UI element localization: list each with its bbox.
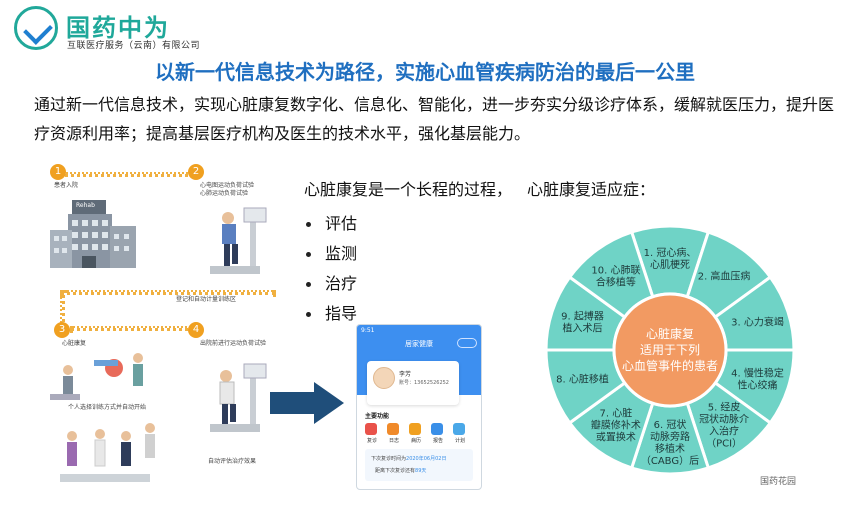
building-sign: Rehab bbox=[76, 202, 95, 209]
countdown-text: 距离下次复诊还有89天 bbox=[375, 468, 427, 474]
indication-label: 5. 经皮冠状动脉介入治疗（PCI） bbox=[699, 400, 749, 449]
indication-label: 10. 心肺联合移植等 bbox=[591, 265, 640, 289]
step-label: 出院前进行运动负荷试验 bbox=[200, 340, 267, 347]
group-exercise-illustration bbox=[50, 353, 155, 482]
step-number: 4 bbox=[188, 322, 204, 338]
intro-paragraph: 通过新一代信息技术，实现心脏康复数字化、信息化、智能化，进一步夯实分级诊疗体系，… bbox=[34, 95, 835, 143]
indication-label: 9. 起搏器植入术后 bbox=[561, 310, 604, 335]
medical-record-icon[interactable] bbox=[409, 423, 421, 435]
bullet-item: 指导 bbox=[306, 300, 357, 324]
exercise-bike-test-illustration bbox=[210, 207, 267, 274]
exercise-bike-retest-illustration bbox=[210, 363, 267, 432]
step-number: 2 bbox=[188, 164, 204, 180]
middle-label: 登记和自动计量训练区 bbox=[176, 296, 237, 303]
indication-label: 8. 心脏移植 bbox=[556, 372, 609, 385]
followup-text: 下次复诊时间为2020年06月02日 bbox=[371, 456, 447, 462]
rehab-process-figure: 1 患者入院 Rehab 2 心电图运动负荷试验 心肺运动负荷试验 登记和自动计… bbox=[50, 158, 290, 496]
user-account: 账号：13652526252 bbox=[399, 380, 449, 386]
indication-label: 1. 冠心病、心肌梗死 bbox=[644, 246, 697, 271]
followup-card bbox=[365, 449, 473, 481]
logo-name: 国药中为 bbox=[66, 14, 170, 42]
followup-icon[interactable] bbox=[365, 423, 377, 435]
bullet-item: 监测 bbox=[306, 240, 357, 264]
report-icon[interactable] bbox=[431, 423, 443, 435]
logo-subtitle: 互联医疗服务（云南）有限公司 bbox=[67, 41, 201, 51]
step-label: 心脏康复 bbox=[62, 340, 87, 347]
phone-app-screenshot: 9:51 居家健康 李芳 账号：13652526252 主要功能 复诊 日志 病… bbox=[356, 324, 482, 490]
logo-heart-icon bbox=[14, 6, 58, 50]
indication-label: 6. 冠状动脉旁路移植术（CABG）后 bbox=[641, 418, 699, 467]
bottom-left-label: 个人选择训练方式并自动开始 bbox=[68, 404, 147, 411]
function-label: 复诊 bbox=[366, 438, 377, 444]
function-label: 计划 bbox=[454, 438, 465, 444]
flow-arrow bbox=[270, 392, 314, 414]
step-number: 1 bbox=[50, 164, 66, 180]
page-title: 以新一代信息技术为路径，实施心血管疾病防治的最后一公里 bbox=[155, 60, 695, 84]
avatar bbox=[373, 367, 395, 389]
watermark: 国药花园 bbox=[760, 477, 797, 487]
app-header-title: 居家健康 bbox=[405, 340, 433, 348]
bullet-item: 治疗 bbox=[306, 270, 357, 294]
step-label: 心电图运动负荷试验 心肺运动负荷试验 bbox=[200, 182, 255, 197]
bullet-item: 评估 bbox=[306, 210, 357, 234]
indication-label: 7. 心脏瓣膜修补术或置换术 bbox=[591, 406, 641, 443]
step-label: 患者入院 bbox=[54, 182, 79, 189]
capsule-menu-icon[interactable] bbox=[457, 338, 477, 348]
rehab-process-title: 心脏康复是一个长程的过程， bbox=[304, 180, 513, 199]
indications-title: 心脏康复适应症： bbox=[527, 180, 656, 199]
log-icon[interactable] bbox=[387, 423, 399, 435]
connector-line bbox=[60, 290, 276, 295]
indication-label: 4. 慢性稳定性心绞痛 bbox=[731, 366, 784, 391]
user-name: 李芳 bbox=[399, 371, 412, 378]
function-label: 病历 bbox=[410, 438, 421, 444]
indication-label: 2. 高血压病 bbox=[698, 270, 751, 283]
connector-line bbox=[58, 172, 200, 177]
indication-label: 3. 心力衰竭 bbox=[731, 316, 784, 329]
function-label: 日志 bbox=[388, 438, 399, 444]
wheel-center bbox=[612, 292, 728, 408]
step-number: 3 bbox=[54, 322, 70, 338]
bottom-right-label: 自动评估治疗效果 bbox=[208, 458, 257, 465]
wheel-center-text: 心脏康复适用于下列心血管事件的患者 bbox=[622, 326, 718, 373]
company-logo: 国药中为 互联医疗服务（云南）有限公司 bbox=[14, 6, 214, 52]
hospital-building-illustration bbox=[50, 200, 136, 268]
connector-line bbox=[70, 326, 202, 331]
function-label: 报告 bbox=[432, 438, 443, 444]
plan-icon[interactable] bbox=[453, 423, 465, 435]
status-time: 9:51 bbox=[361, 327, 375, 334]
section-title: 主要功能 bbox=[365, 413, 390, 420]
flow-arrow-head bbox=[314, 382, 344, 424]
